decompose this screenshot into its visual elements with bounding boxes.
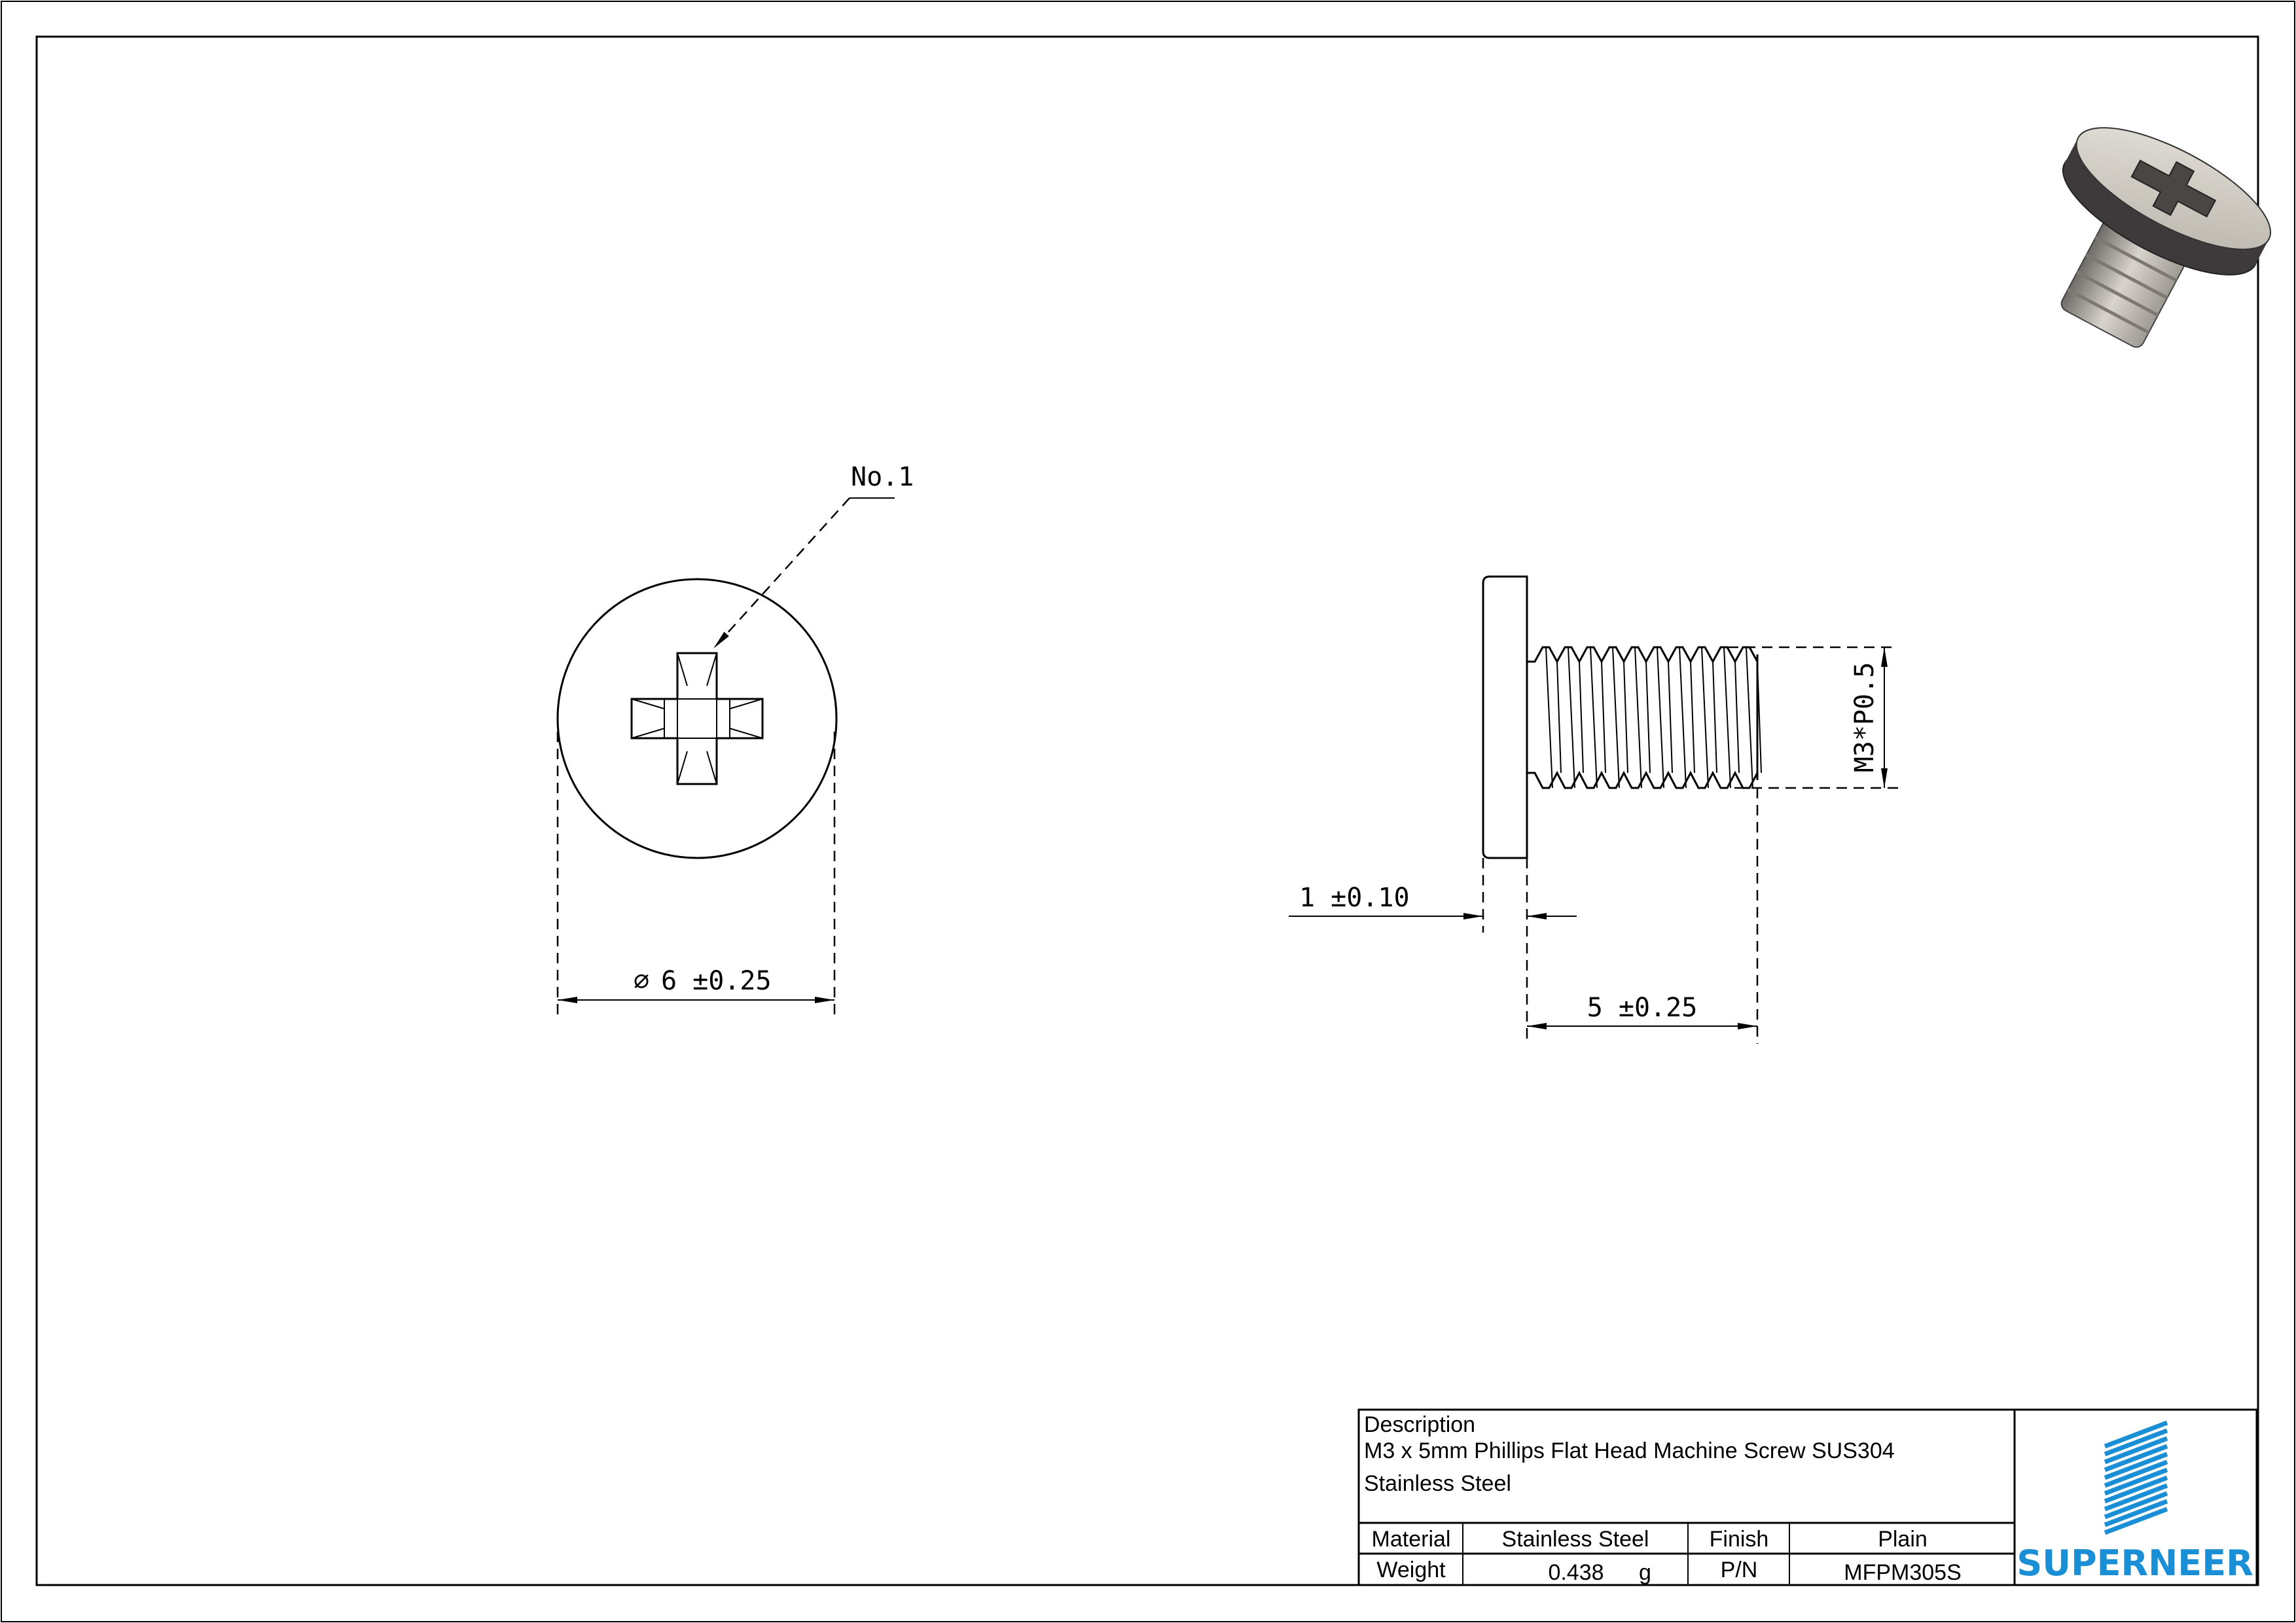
weight-label: Weight: [1376, 1558, 1446, 1582]
weight-unit: g: [1639, 1560, 1651, 1585]
diameter-dimension: 6 ±0.25: [661, 966, 772, 996]
thread-line: [1590, 647, 1606, 789]
thread-line: [1701, 647, 1717, 789]
thread-line: [1634, 647, 1651, 789]
finish-value: Plain: [1878, 1527, 1928, 1552]
screw-3d-render: [2060, 127, 2272, 348]
description-label: Description: [1364, 1412, 1475, 1437]
screw-head-outline: [556, 578, 838, 859]
thread-line: [1568, 647, 1584, 789]
logo-stripe: [2104, 1467, 2168, 1496]
logo-stripe: [2104, 1459, 2168, 1488]
side-view: M3*P0.5 1 ±0.10 5 ±0.25: [1289, 575, 1898, 1044]
logo-stripe: [2104, 1507, 2168, 1535]
callout-leader: [713, 497, 850, 649]
logo-stripe: [2104, 1444, 2168, 1472]
logo-stripe: [2104, 1475, 2168, 1504]
diameter-symbol-icon: ⌀: [634, 966, 649, 996]
drawing-border: [35, 35, 2259, 1586]
logo-stripe: [2104, 1491, 2168, 1520]
pn-value: MFPM305S: [1844, 1560, 1962, 1585]
logo-stripe: [2104, 1499, 2168, 1527]
description-line-1: M3 x 5mm Phillips Flat Head Machine Scre…: [1364, 1438, 1895, 1463]
thread-line: [1657, 647, 1673, 789]
callout-label: No.1: [851, 462, 914, 492]
superneer-logo: SUPERNEER: [2017, 1420, 2253, 1584]
screw-head-side: [1482, 575, 1528, 859]
thread-line: [1723, 647, 1740, 789]
logo-stripe: [2104, 1428, 2168, 1457]
logo-stripes-icon: [2104, 1420, 2168, 1535]
material-value: Stainless Steel: [1502, 1527, 1649, 1552]
thread-crest-top: [1527, 646, 1759, 664]
thread-line: [1746, 647, 1762, 789]
material-label: Material: [1372, 1527, 1451, 1552]
length-dimension: 5 ±0.25: [1587, 993, 1698, 1023]
thread-dimension: M3*P0.5: [1850, 662, 1880, 773]
thread-line: [1679, 647, 1695, 789]
logo-stripe: [2104, 1483, 2168, 1512]
front-view: No.1 ⌀ 6 ±0.25: [556, 462, 914, 1014]
logo-stripe: [2104, 1452, 2168, 1480]
phillips-recess-icon: [630, 652, 764, 785]
title-block: Description M3 x 5mm Phillips Flat Head …: [1357, 1408, 2258, 1586]
brand-name: SUPERNEER: [2017, 1543, 2253, 1584]
thread-line: [1612, 647, 1628, 789]
logo-stripe: [2104, 1436, 2168, 1465]
weight-value: 0.438: [1548, 1560, 1604, 1585]
thread-crest-bottom: [1527, 770, 1759, 789]
screw-thread: [1527, 646, 1762, 789]
logo-stripe: [2104, 1420, 2168, 1449]
thread-line: [1545, 647, 1562, 789]
head-thickness-dimension: 1 ±0.10: [1299, 883, 1410, 913]
description-line-2: Stainless Steel: [1364, 1471, 1511, 1496]
finish-label: Finish: [1710, 1527, 1769, 1552]
pn-label: P/N: [1721, 1558, 1758, 1582]
